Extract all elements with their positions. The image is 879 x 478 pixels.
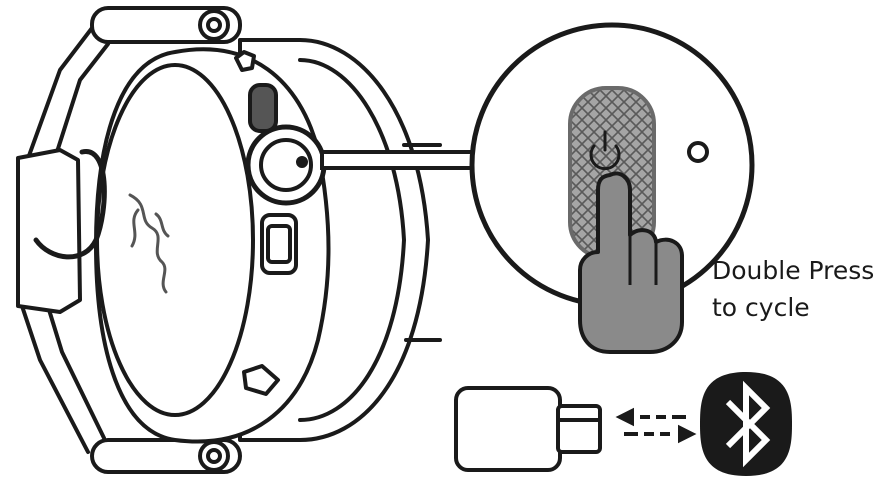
usb-dongle-icon xyxy=(454,386,602,472)
pairing-arrows xyxy=(615,407,697,444)
earcup-face xyxy=(95,63,255,417)
indicator-led xyxy=(687,141,709,163)
instruction-line-2: to cycle xyxy=(712,293,810,322)
instruction-line-1: Double Press xyxy=(712,256,875,285)
headset-clip xyxy=(16,148,82,314)
zoom-callout xyxy=(469,22,755,354)
bluetooth-icon xyxy=(700,372,792,476)
razer-logo xyxy=(128,193,170,294)
headset-illustration xyxy=(16,6,442,474)
callout-connector xyxy=(320,150,482,170)
volume-dial xyxy=(248,83,278,133)
power-button-icon xyxy=(589,130,621,171)
